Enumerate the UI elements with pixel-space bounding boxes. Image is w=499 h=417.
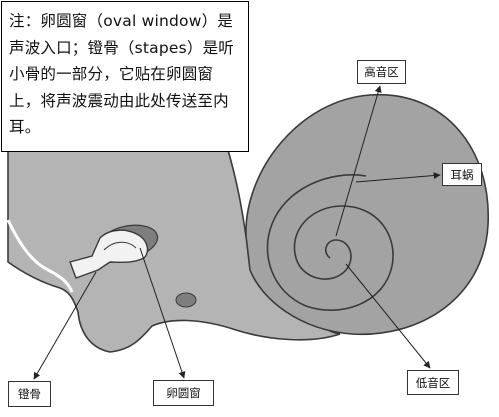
stapes-bone xyxy=(69,229,149,279)
annotation-note: 注：卵圆窗（oval window）是声波入口；镫骨（stapes）是听小骨的一… xyxy=(1,1,249,152)
arrow-cochlea xyxy=(355,172,441,183)
tissue-inner-contour xyxy=(6,219,74,293)
label-stapes: 镫骨 xyxy=(8,381,51,407)
arrow-high-freq xyxy=(335,85,382,237)
label-oval-window: 卵圆窗 xyxy=(153,380,214,406)
round-window-spot xyxy=(175,292,197,308)
cochlea-spiral xyxy=(266,174,394,311)
stapes-arch xyxy=(103,241,137,251)
label-high-frequency: 高音区 xyxy=(357,60,406,84)
label-cochlea: 耳蜗 xyxy=(442,163,482,186)
cochlea-body xyxy=(245,94,489,336)
arrow-oval-window xyxy=(139,247,186,379)
arrow-low-freq xyxy=(345,263,431,369)
label-low-frequency: 低音区 xyxy=(407,370,459,395)
arrow-stapes xyxy=(33,271,97,380)
